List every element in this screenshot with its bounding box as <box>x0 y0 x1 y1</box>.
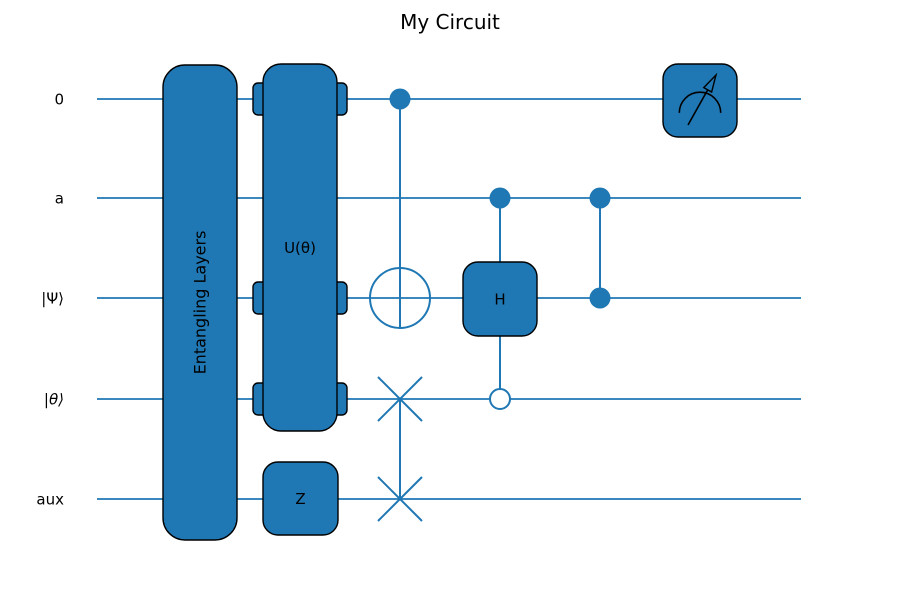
cz-gate-control-dot <box>589 187 611 209</box>
wire-label-1: a <box>55 189 64 207</box>
wire-label-3: |θ⟩ <box>44 390 64 408</box>
swap-gate-cross-icon <box>377 476 423 522</box>
measurement-needle-icon <box>687 89 709 126</box>
cnot-gate-target-icon <box>369 267 431 329</box>
circuit-title: My Circuit <box>400 10 500 34</box>
controlled-h-gate-control-dot <box>489 187 511 209</box>
controlled-h-gate-label: H <box>494 290 505 308</box>
wire-label-4: aux <box>36 490 64 508</box>
controlled-h-gate-open-control-dot <box>489 388 511 410</box>
entangling-layers-gate-body <box>162 64 238 541</box>
cnot-gate-control-dot <box>389 88 411 110</box>
cz-gate-control-dot <box>589 287 611 309</box>
measurement-gauge-icon <box>678 91 722 113</box>
u-theta-gate-label: U(θ) <box>284 239 316 257</box>
z-gate-body <box>262 461 339 536</box>
u-theta-gate-body <box>262 63 338 432</box>
entangling-layers-gate-label: Entangling Layers <box>191 231 210 375</box>
wire-label-0: 0 <box>54 90 64 108</box>
measurement-arrowhead-icon <box>702 72 718 94</box>
controlled-h-gate-body <box>462 261 538 337</box>
z-gate-label: Z <box>295 490 305 508</box>
swap-gate-cross-icon <box>377 376 423 422</box>
wire-label-2: |Ψ⟩ <box>41 289 64 307</box>
measurement-gate-body <box>662 63 738 138</box>
